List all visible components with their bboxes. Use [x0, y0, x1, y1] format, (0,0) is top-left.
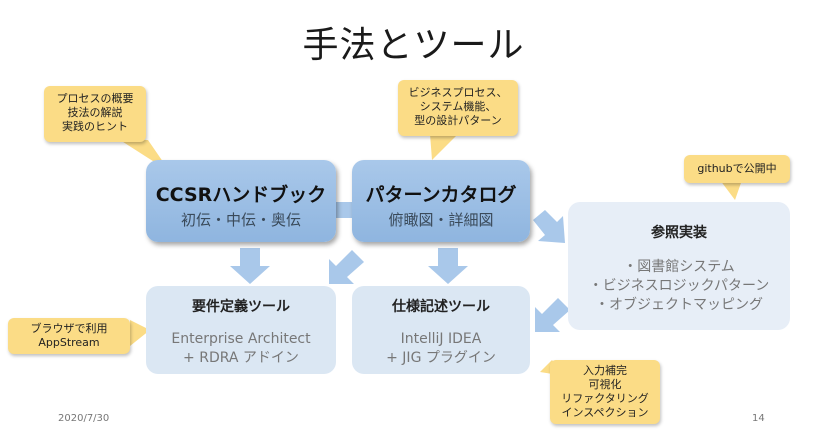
- callout-line: AppStream: [38, 336, 100, 349]
- callout-line: 可視化: [588, 378, 622, 391]
- ccsr-handbook-box: CCSRハンドブック 初伝・中伝・奥伝: [146, 160, 336, 242]
- callout-pattern: ビジネスプロセス、 システム機能、 型の設計パターン: [398, 80, 518, 136]
- requirements-tool-line: + RDRA アドイン: [183, 350, 299, 366]
- ccsr-handbook-title: CCSRハンドブック: [155, 184, 327, 206]
- reference-impl-title: 参照実装: [651, 225, 707, 241]
- footer-date: 2020/7/30: [58, 413, 110, 424]
- reference-impl-item: ・オブジェクトマッピング: [595, 297, 763, 313]
- requirements-tool-box: 要件定義ツール Enterprise Architect + RDRA アドイン: [146, 286, 336, 374]
- callout-ccsr: プロセスの概要 技法の解説 実践のヒント: [44, 86, 146, 142]
- pattern-catalog-sub: 俯瞰図・詳細図: [388, 211, 494, 229]
- reference-impl-item: ・ビジネスロジックパターン: [588, 278, 770, 294]
- callout-line: 実践のヒント: [62, 120, 128, 133]
- arrow-pattern-to-spec: [428, 248, 468, 284]
- ccsr-handbook-sub: 初伝・中伝・奥伝: [180, 211, 301, 229]
- callout-line: プロセスの概要: [56, 92, 134, 105]
- reference-impl-item: ・図書館システム: [623, 259, 735, 275]
- pattern-catalog-title: パターンカタログ: [365, 184, 517, 206]
- spec-tool-title: 仕様記述ツール: [392, 299, 490, 315]
- spec-tool-line: IntelliJ IDEA: [400, 331, 482, 347]
- arrow-ccsr-to-req: [230, 248, 270, 284]
- callout-line: 型の設計パターン: [414, 114, 502, 127]
- page-number: 14: [752, 413, 765, 424]
- callout-line: インスペクション: [561, 406, 649, 419]
- note-tail-n2: [430, 134, 458, 160]
- note-tail-n3: [720, 180, 742, 200]
- callout-line: githubで公開中: [697, 162, 777, 175]
- requirements-tool-line: Enterprise Architect: [171, 331, 311, 347]
- spec-tool-line: + JIG プラグイン: [386, 350, 496, 366]
- note-tail-n4: [130, 320, 150, 346]
- arrow-pattern-to-req: [329, 250, 364, 284]
- arrow-ref-to-spec: [535, 298, 570, 332]
- callout-line: システム機能、: [419, 100, 497, 113]
- callout-line: リファクタリング: [561, 392, 649, 405]
- requirements-tool-title: 要件定義ツール: [192, 299, 290, 315]
- pattern-catalog-box: パターンカタログ 俯瞰図・詳細図: [352, 160, 530, 242]
- arrow-pattern-to-ref: [533, 210, 565, 243]
- callout-line: 技法の解説: [67, 106, 123, 119]
- callout-intellij: 入力補完 可視化 リファクタリング インスペクション: [550, 360, 660, 424]
- page-title: 手法とツール: [302, 25, 525, 66]
- connector-ccsr-pattern: [334, 202, 354, 218]
- callout-line: 入力補完: [583, 364, 627, 377]
- reference-impl-box: 参照実装 ・図書館システム ・ビジネスロジックパターン ・オブジェクトマッピング: [568, 202, 790, 330]
- spec-tool-box: 仕様記述ツール IntelliJ IDEA + JIG プラグイン: [352, 286, 530, 374]
- callout-github: githubで公開中: [684, 155, 790, 183]
- callout-line: ビジネスプロセス、: [408, 86, 508, 99]
- callout-line: ブラウザで利用: [30, 322, 108, 335]
- callout-browser: ブラウザで利用 AppStream: [8, 318, 130, 354]
